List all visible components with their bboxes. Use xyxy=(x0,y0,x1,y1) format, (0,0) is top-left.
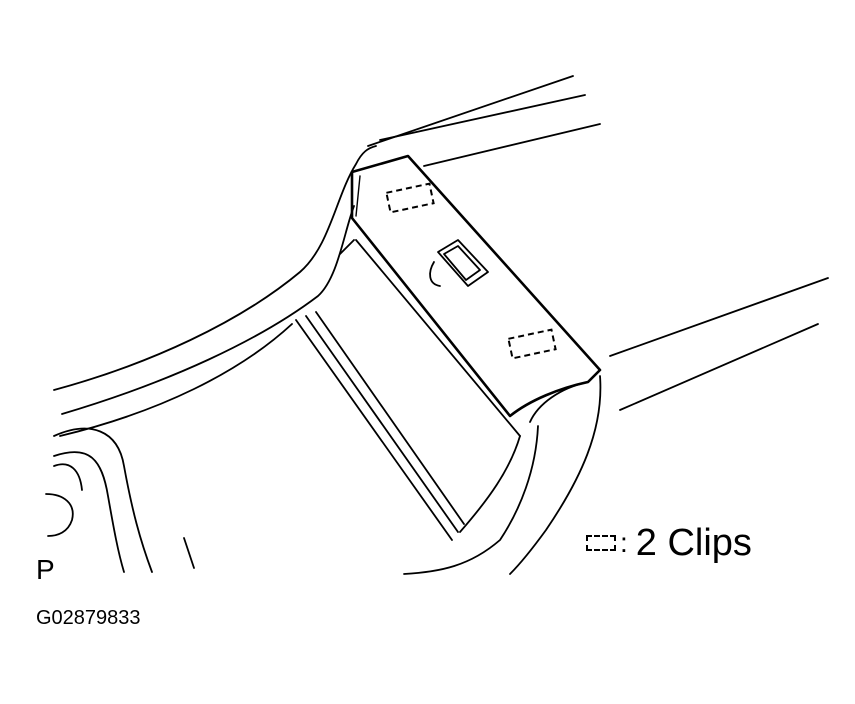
cup-holder-contours xyxy=(45,427,195,573)
clip-markers xyxy=(385,182,557,360)
console-rail-right xyxy=(367,75,829,411)
clip-marker-lower xyxy=(507,328,557,360)
clip-marker-upper xyxy=(385,182,435,214)
figure-code: G02879833 xyxy=(36,607,141,629)
legend-separator: : xyxy=(620,527,628,558)
legend: : 2 Clips xyxy=(586,520,752,566)
legend-label: 2 Clips xyxy=(635,522,752,564)
storage-recess xyxy=(295,239,521,541)
panel-latch xyxy=(429,239,489,287)
center-trim-panel xyxy=(350,154,602,423)
dashed-rectangle-icon xyxy=(586,535,616,551)
view-letter: P xyxy=(36,554,55,585)
console-front-body xyxy=(403,375,602,575)
console-rail-left xyxy=(53,145,377,437)
